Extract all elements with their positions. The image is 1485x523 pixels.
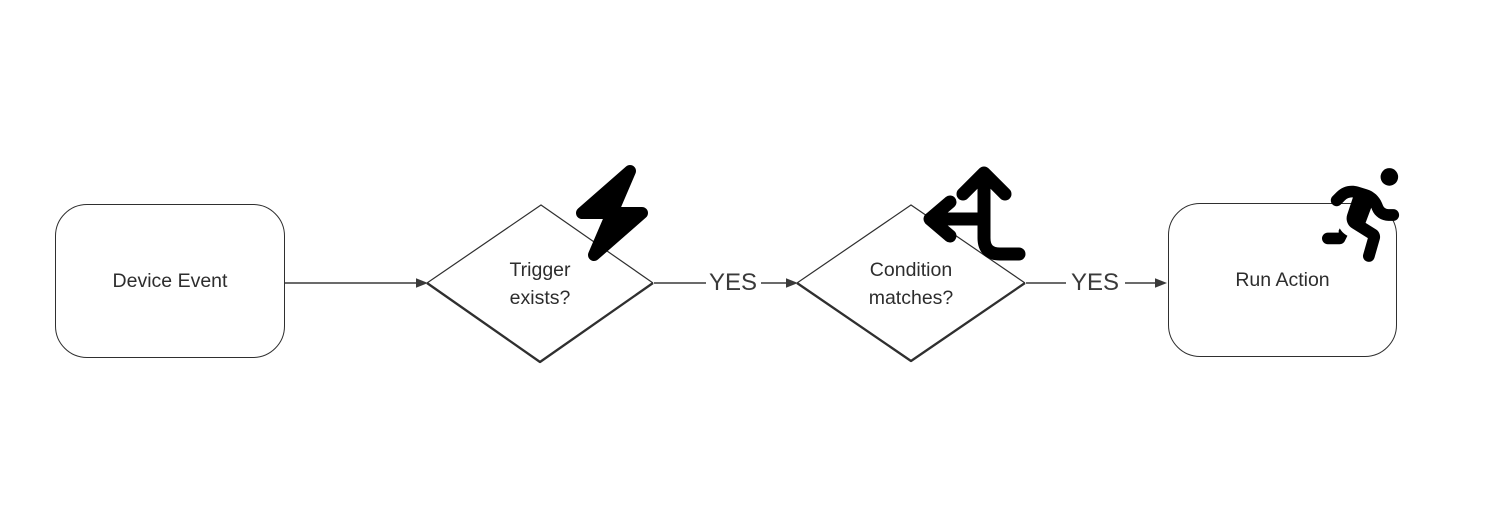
arrows-split-up-left-icon xyxy=(923,166,1026,261)
node-device-event: Device Event xyxy=(55,204,285,358)
edge-condition-to-run xyxy=(1026,278,1167,288)
lightning-bolt-icon xyxy=(575,164,649,262)
node-run-action-label: Run Action xyxy=(1235,268,1330,291)
arrowhead-icon xyxy=(786,278,798,288)
person-running-icon xyxy=(1322,168,1400,262)
arrowhead-icon xyxy=(416,278,428,288)
edge-label-yes-1: YES xyxy=(708,269,758,296)
edge-device-to-trigger xyxy=(285,278,428,288)
node-condition-matches-label: Condition matches? xyxy=(868,259,954,309)
node-trigger-exists-label: Trigger exists? xyxy=(509,259,571,309)
edge-label-yes-2: YES xyxy=(1070,269,1120,296)
node-device-event-label: Device Event xyxy=(112,269,228,292)
arrowhead-icon xyxy=(1155,278,1167,288)
edge-trigger-to-condition xyxy=(654,278,798,288)
